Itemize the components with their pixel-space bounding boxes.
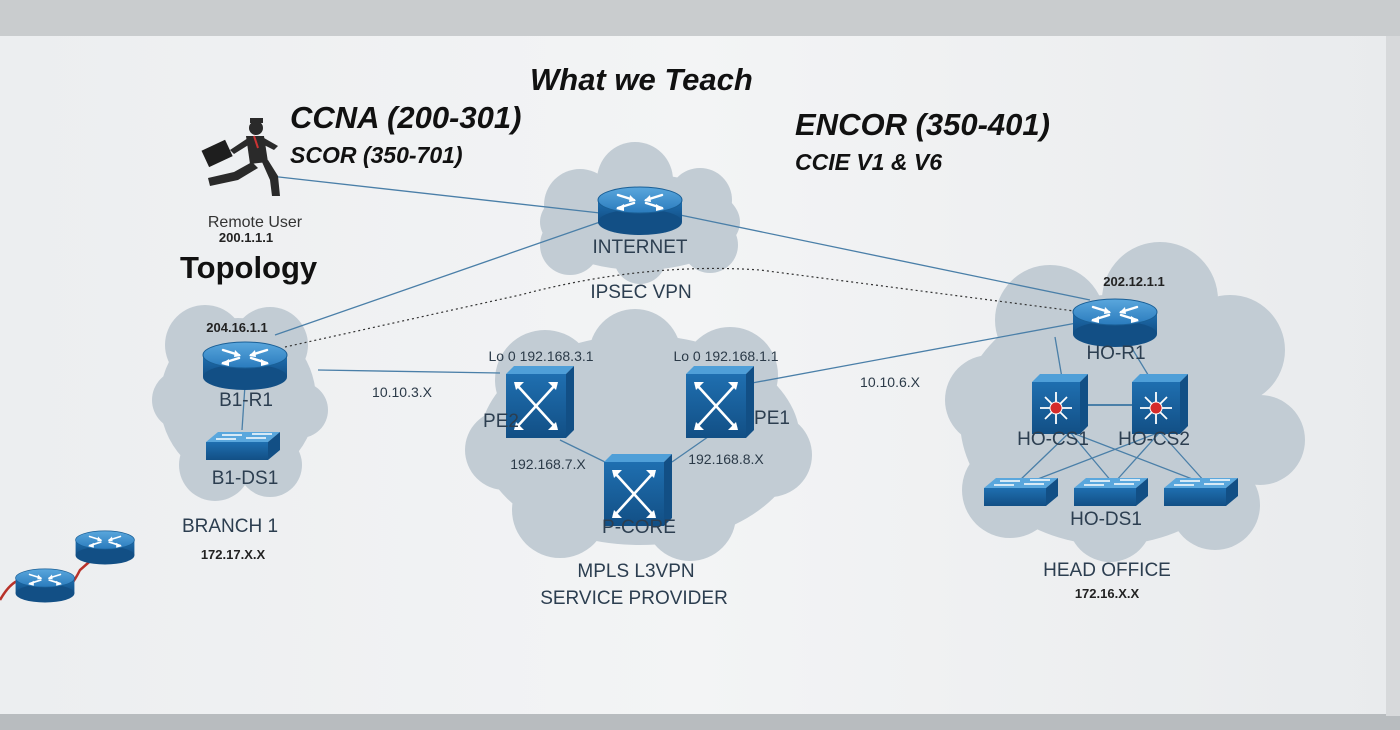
- link-pe1-core-label: 192.168.8.X: [688, 451, 764, 467]
- internet-label: INTERNET: [593, 237, 688, 258]
- link-remote-internet: [269, 175, 601, 214]
- internet-router-icon[interactable]: [596, 185, 684, 237]
- pe1-loopback-label: Lo 0 192.168.1.1: [673, 348, 778, 364]
- ho-r1-label: HO-R1: [1086, 343, 1145, 364]
- ipsec-vpn-label: IPSEC VPN: [590, 282, 691, 303]
- ho-cs1-label: HO-CS1: [1017, 429, 1089, 450]
- b1-r1-ip: 204.16.1.1: [206, 320, 267, 335]
- link-hor1-cs1: [1054, 336, 1063, 379]
- floor-strip: [0, 714, 1400, 730]
- link-pe1-hor1: [751, 321, 1083, 384]
- remote-user-label: Remote User: [208, 214, 303, 231]
- ccna-heading: CCNA (200-301): [290, 100, 521, 135]
- ho-cs1-l3switch-icon[interactable]: [1031, 373, 1089, 435]
- b1-r1-router-icon[interactable]: [201, 340, 289, 392]
- ipsec-vpn-tunnel: [284, 267, 1083, 348]
- b1-ds1-switch-icon[interactable]: [205, 431, 281, 461]
- p-core-mpls-router-icon[interactable]: [602, 452, 674, 528]
- link-cs1-ds-right: [1069, 431, 1201, 483]
- link-branch-pe2-label: 10.10.3.X: [372, 384, 433, 400]
- pe1-mpls-router-icon[interactable]: [684, 364, 756, 440]
- link-cs1-ds1: [1069, 431, 1113, 483]
- ho-r1-ip: 202.12.1.1: [1103, 274, 1164, 289]
- remote-user-ip: 200.1.1.1: [219, 230, 273, 245]
- what-we-teach-heading: What we Teach: [530, 62, 753, 97]
- pe2-loopback-label: Lo 0 192.168.3.1: [488, 348, 593, 364]
- pe2-label: PE2: [483, 411, 519, 432]
- link-cs2-ds1: [1114, 431, 1161, 483]
- link-branch-pe2: [317, 369, 501, 374]
- branch-cloud: [152, 305, 328, 501]
- wall-edge: [1386, 36, 1400, 716]
- ho-ds1-switch-icon[interactable]: [1073, 477, 1149, 507]
- ho-r1-router-icon[interactable]: [1071, 297, 1159, 349]
- decor-router-icon: [14, 568, 76, 604]
- ccie-heading: CCIE V1 & V6: [795, 149, 942, 175]
- topology-heading: Topology: [180, 250, 318, 285]
- link-layer: [241, 175, 1206, 483]
- ho-cs2-l3switch-icon[interactable]: [1131, 373, 1189, 435]
- link-pe2-core-label: 192.168.7.X: [510, 456, 586, 472]
- ho-ds1-label: HO-DS1: [1070, 509, 1142, 530]
- link-pe2-core: [559, 439, 606, 463]
- mpls-title-line2: SERVICE PROVIDER: [540, 588, 728, 609]
- link-branch-switch: [241, 384, 246, 431]
- remote-user-icon: [201, 118, 280, 196]
- link-cs1-ds-left: [1017, 431, 1071, 483]
- ho-ds-left-switch-icon[interactable]: [983, 477, 1059, 507]
- decor-router-icon: [74, 530, 136, 566]
- link-branch-internet: [274, 221, 601, 336]
- ho-cs2-label: HO-CS2: [1118, 429, 1190, 450]
- branch-name: BRANCH 1: [182, 516, 278, 537]
- encor-heading: ENCOR (350-401): [795, 107, 1050, 142]
- link-cs2-ds-right: [1159, 431, 1206, 483]
- p-core-label: P-CORE: [602, 517, 676, 538]
- link-cs2-ds-left: [1029, 431, 1161, 483]
- mpls-title-line1: MPLS L3VPN: [577, 561, 694, 582]
- ho-ds-right-switch-icon[interactable]: [1163, 477, 1239, 507]
- decor-routers: [0, 530, 136, 604]
- head-office-subnet: 172.16.X.X: [1075, 586, 1140, 601]
- link-pe1-head-label: 10.10.6.X: [860, 374, 921, 390]
- head-office-name: HEAD OFFICE: [1043, 560, 1171, 581]
- pe1-label: PE1: [754, 408, 790, 429]
- b1-ds1-label: B1-DS1: [212, 468, 279, 489]
- link-internet-hor1: [679, 214, 1091, 301]
- scor-heading: SCOR (350-701): [290, 142, 463, 168]
- branch-subnet: 172.17.X.X: [201, 547, 266, 562]
- b1-r1-label: B1-R1: [219, 390, 273, 411]
